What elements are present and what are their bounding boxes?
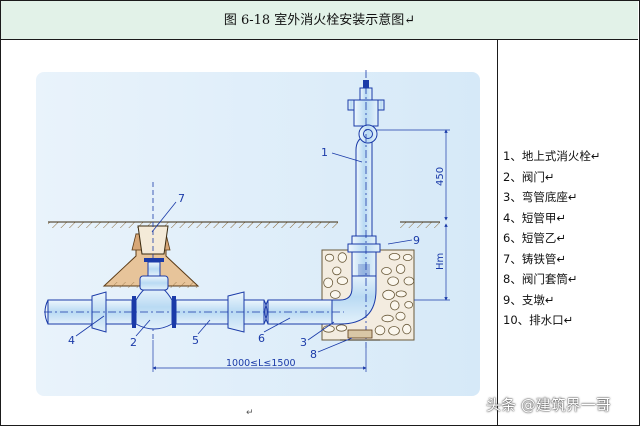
legend-item: 7、铸铁管↵ [503,251,566,266]
legend-item: 9、支墩↵ [503,292,555,307]
ground-surface [48,221,440,228]
callout-1: 1 [321,146,328,159]
stone [381,314,394,323]
stone [329,290,341,299]
dimension-450-label: 450 [435,167,446,186]
main-pipe [44,258,377,333]
callout-3: 3 [300,336,307,349]
dimension-hm-label: Hm [435,253,446,270]
callout-9: 9 [413,234,420,247]
figure-title: 图 6-18 室外消火栓安装示意图↵ [223,13,416,28]
callout-4: 4 [68,334,75,347]
stone [335,324,348,332]
callout-8: 8 [310,348,317,361]
legend-item: 4、短管甲↵ [503,210,566,225]
callout-leaders [75,152,413,353]
stone [404,301,414,309]
stone [395,264,406,274]
stone [390,300,400,311]
legend-item: 1、地上式消火栓↵ [503,149,601,163]
stone [402,253,413,261]
legend-item: 8、阀门套筒↵ [503,272,578,286]
stone [337,252,347,263]
hydrant-riser [340,70,385,348]
watermark: 头条 @建筑界一哥 [486,396,611,414]
legend-item: 3、弯管底座↵ [503,190,578,204]
stone [323,277,334,289]
dimension-lines [152,129,450,372]
stone [403,276,415,286]
legend-item: 6、短管乙↵ [503,231,566,245]
callout-2: 2 [130,336,137,349]
callout-5: 5 [192,334,199,347]
stone [388,326,400,336]
callout-7: 7 [178,192,185,205]
dimension-length-label: 1000≤L≤1500 [226,358,296,369]
title-bar: 图 6-18 室外消火栓安装示意图↵ [1,1,638,40]
callout-labels: 1 2 3 4 5 6 7 8 9 [68,146,420,361]
legend-list: 1、地上式消火栓↵ 2、阀门↵ 3、弯管底座↵ 4、短管甲↵ 6、短管乙↵ 7、… [503,146,600,331]
paragraph-mark: ↵ [246,408,254,418]
stone [332,266,342,276]
legend-item: 2、阀门↵ [503,169,555,184]
stone [382,289,395,300]
stone [381,267,392,275]
stone [388,253,401,261]
stone [324,253,335,262]
stone [336,276,348,285]
stone [402,323,412,335]
stone [322,325,335,333]
column-divider [497,40,498,425]
stone [395,311,406,321]
legend-item: 10、排水口↵ [503,313,574,327]
callout-6: 6 [258,332,265,345]
stone [387,276,399,286]
stone [374,325,386,336]
stone [395,290,407,298]
